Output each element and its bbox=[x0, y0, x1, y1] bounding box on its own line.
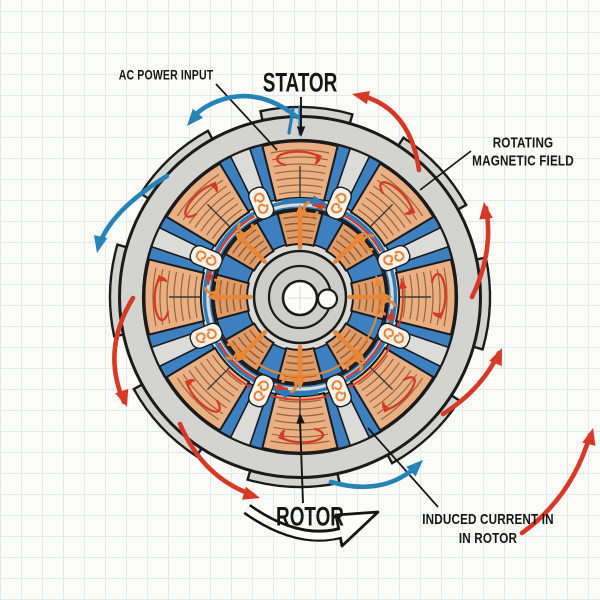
field-red-arrow-left bbox=[112, 295, 136, 407]
coil-current-loop-arrow bbox=[184, 379, 221, 413]
rotor-bar-connector-pod bbox=[377, 245, 411, 272]
rotor-bar-connector-pod bbox=[189, 245, 223, 272]
rotor-hub bbox=[252, 249, 348, 345]
rotor-force-arrow bbox=[347, 291, 397, 316]
arrowhead bbox=[205, 273, 214, 285]
arrowhead bbox=[94, 235, 108, 253]
rotor-bar-connector-pod bbox=[189, 322, 223, 349]
rotor-bar-connector-pod bbox=[248, 186, 275, 220]
arrowhead bbox=[352, 91, 370, 105]
left-blue-arrow bbox=[94, 173, 170, 253]
coil-current-loop-arrow bbox=[379, 181, 416, 215]
arrowhead bbox=[209, 181, 217, 191]
arrowhead bbox=[311, 195, 324, 205]
stator-winding-segment bbox=[143, 258, 206, 336]
rotor-force-arrow bbox=[333, 330, 366, 372]
stator-winding-segment bbox=[394, 258, 457, 336]
label-stator-text: STATOR bbox=[262, 67, 338, 98]
arrowhead bbox=[156, 274, 166, 282]
arrowhead bbox=[276, 389, 289, 399]
arrowhead bbox=[115, 388, 129, 407]
arrowhead bbox=[315, 153, 323, 163]
arrowhead bbox=[406, 206, 416, 214]
rotor-force-arrow bbox=[294, 200, 319, 250]
label-induced-current: INDUCED CURRENT IN IN ROTOR bbox=[422, 510, 554, 548]
rotation-direction-arrow bbox=[243, 504, 380, 548]
coil-current-loop-arrow bbox=[153, 274, 170, 322]
rotor-bar-connector-pod bbox=[325, 374, 352, 408]
rotor-pole-wedges bbox=[215, 212, 385, 382]
rotor-rotation-thin-arc bbox=[257, 275, 383, 378]
rotor-bar-connector-pod bbox=[325, 186, 352, 220]
arrowhead bbox=[406, 460, 423, 477]
rmf-pointer-line bbox=[419, 150, 472, 191]
arrowhead bbox=[184, 380, 194, 388]
stator-pointer-line bbox=[296, 97, 306, 137]
rotor-force-arrow bbox=[333, 231, 375, 264]
keyway-hole bbox=[316, 288, 339, 310]
label-rmf-line2: MAGNETIC FIELD bbox=[472, 152, 574, 169]
rotating-field-arc-arrow bbox=[311, 202, 382, 252]
induced-current-arc-arrow bbox=[281, 195, 326, 205]
stator-winding-segment bbox=[165, 162, 251, 248]
label-rotating-magnetic-field: ROTATING MAGNETIC FIELD bbox=[472, 135, 574, 170]
rotating-field-arc-arrow bbox=[345, 308, 395, 379]
label-ac-power-input: AC POWER INPUT bbox=[119, 68, 214, 83]
coil-current-loop-arrow bbox=[382, 376, 416, 413]
rotor-force-arrow bbox=[234, 222, 267, 264]
field-red-arrow-lower-right bbox=[440, 348, 502, 417]
field-red-arrow-bottom-left bbox=[177, 421, 260, 500]
coil-current-loop-arrow bbox=[275, 150, 323, 167]
arrowhead bbox=[434, 312, 444, 320]
stator-winding-segment bbox=[349, 346, 435, 432]
arrowhead bbox=[276, 383, 288, 392]
arrowhead bbox=[296, 413, 305, 424]
label-rotor: ROTOR bbox=[276, 502, 344, 533]
arrowhead bbox=[489, 348, 502, 367]
label-rmf-line1: ROTATING bbox=[492, 134, 554, 152]
rotor-bar-connector-pod bbox=[377, 322, 411, 349]
coil-current-loop-arrow bbox=[277, 427, 325, 444]
field-red-arrow-top bbox=[352, 91, 422, 173]
induced-current-blue-arrow bbox=[328, 460, 423, 490]
ac-power-pointer-line bbox=[215, 83, 278, 151]
coil-current-loop-arrow bbox=[184, 181, 218, 218]
stator-winding-segment bbox=[261, 140, 339, 203]
rotor-force-arrow bbox=[203, 278, 253, 303]
rotating-field-arc-arrow bbox=[218, 342, 289, 392]
coil-current-loop-arrow bbox=[430, 272, 447, 320]
arrowhead bbox=[386, 309, 395, 321]
arrowhead bbox=[582, 428, 596, 446]
arrowhead bbox=[296, 126, 306, 137]
label-induced-line2: IN ROTOR bbox=[458, 530, 518, 547]
arrowhead bbox=[277, 431, 285, 441]
rotor-force-arrow bbox=[225, 330, 267, 363]
arrowhead bbox=[479, 202, 493, 220]
label-ac-power-input-text: AC POWER INPUT bbox=[118, 67, 214, 83]
label-induced-line1: INDUCED CURRENT IN bbox=[422, 511, 554, 528]
arrowhead bbox=[399, 279, 407, 290]
field-red-arrow-right bbox=[469, 202, 493, 300]
ac-input-blue-arrow bbox=[187, 93, 300, 126]
arrowhead bbox=[242, 486, 260, 500]
label-stator: STATOR bbox=[263, 68, 338, 99]
field-red-arrow-far-right bbox=[519, 428, 596, 536]
rotor-force-arrow bbox=[281, 344, 306, 394]
rotating-field-arc-arrow bbox=[205, 215, 255, 286]
induced-current-arc-arrow bbox=[274, 389, 319, 399]
rotor-pointer-line bbox=[296, 413, 305, 504]
label-rotor-text: ROTOR bbox=[276, 501, 344, 532]
induced-current-pointer-line bbox=[367, 427, 439, 508]
stator-winding-segment bbox=[165, 346, 251, 432]
arrowhead bbox=[312, 202, 324, 211]
stator-winding-segment bbox=[349, 162, 435, 248]
arrowhead bbox=[383, 403, 391, 413]
arrowhead bbox=[187, 108, 204, 126]
arrowhead bbox=[375, 276, 383, 287]
rotor-bar-connector-pod bbox=[248, 374, 275, 408]
